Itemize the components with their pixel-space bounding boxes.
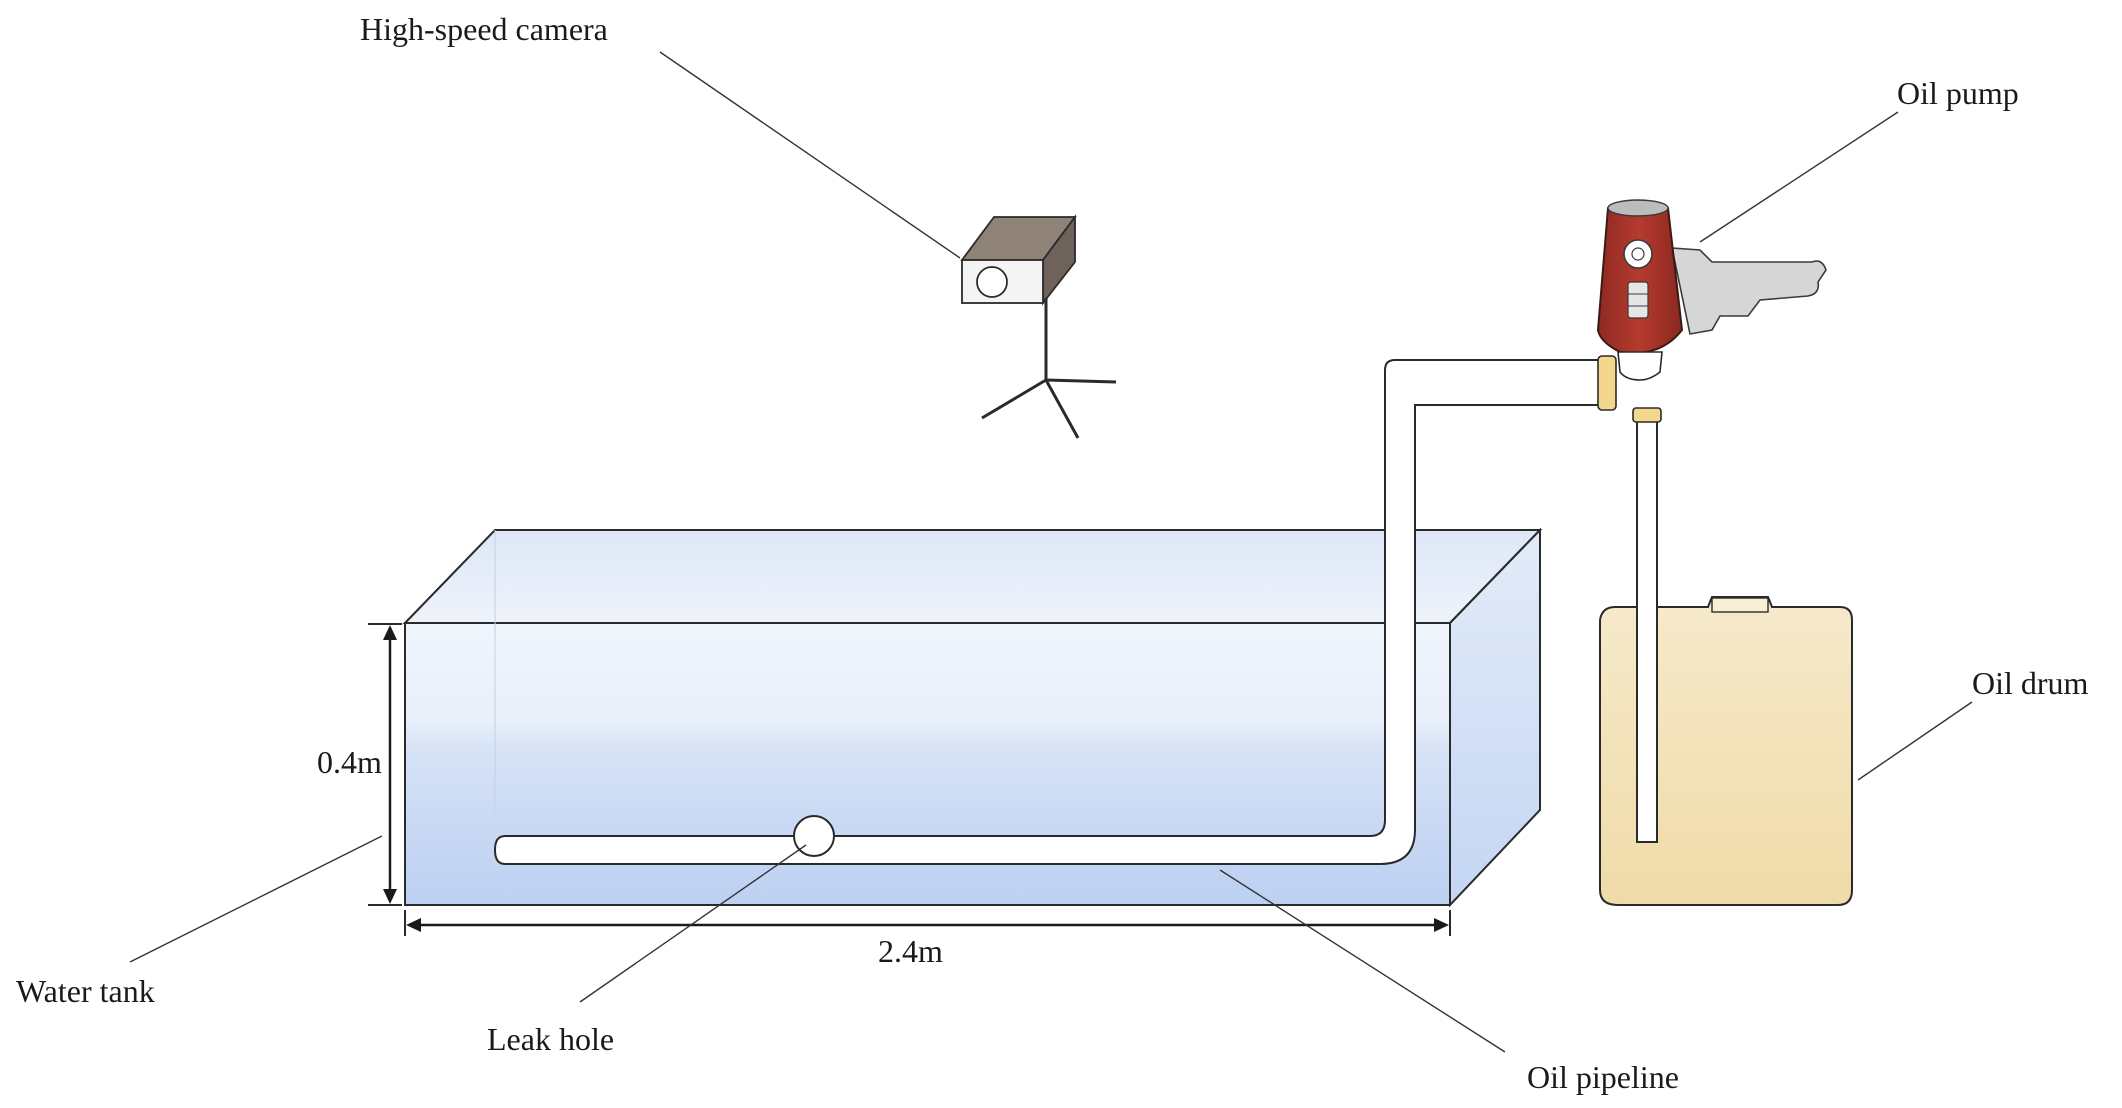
height-dimension xyxy=(368,623,402,906)
label-tank: Water tank xyxy=(16,973,155,1009)
label-drum: Oil drum xyxy=(1972,665,2089,701)
label-leak: Leak hole xyxy=(487,1021,614,1057)
pipe-fitting-lower xyxy=(1632,407,1662,423)
leader-drum xyxy=(1857,701,1973,781)
pipe-fitting-left xyxy=(1597,355,1617,411)
leader-camera xyxy=(659,51,961,259)
high-speed-camera xyxy=(960,214,1117,439)
leader-pipeline xyxy=(1219,869,1506,1053)
pump-handle xyxy=(1670,247,1827,335)
label-length: 2.4m xyxy=(878,933,943,969)
label-camera: High-speed camera xyxy=(360,11,608,47)
drum-body xyxy=(1599,596,1853,906)
label-height: 0.4m xyxy=(317,744,382,780)
pump-top-grille xyxy=(1607,199,1669,217)
oil-pump xyxy=(1596,199,1827,381)
oil-pipeline xyxy=(493,355,1617,865)
pump-body xyxy=(1596,201,1684,354)
label-pipeline: Oil pipeline xyxy=(1527,1059,1679,1095)
oil-drum xyxy=(1599,596,1853,906)
camera-lens-icon xyxy=(976,266,1008,298)
pipeline-body xyxy=(493,359,1611,865)
leader-pump xyxy=(1699,111,1899,243)
suction-pipe xyxy=(1636,409,1658,843)
leader-tank xyxy=(129,835,383,963)
pump-controls xyxy=(1627,281,1649,319)
tank-top-face xyxy=(402,529,1543,624)
leader-leak xyxy=(579,844,807,1003)
label-pump: Oil pump xyxy=(1897,75,2019,111)
pump-base xyxy=(1617,351,1663,381)
length-dimension xyxy=(404,910,1451,936)
drum-cap xyxy=(1711,597,1769,613)
